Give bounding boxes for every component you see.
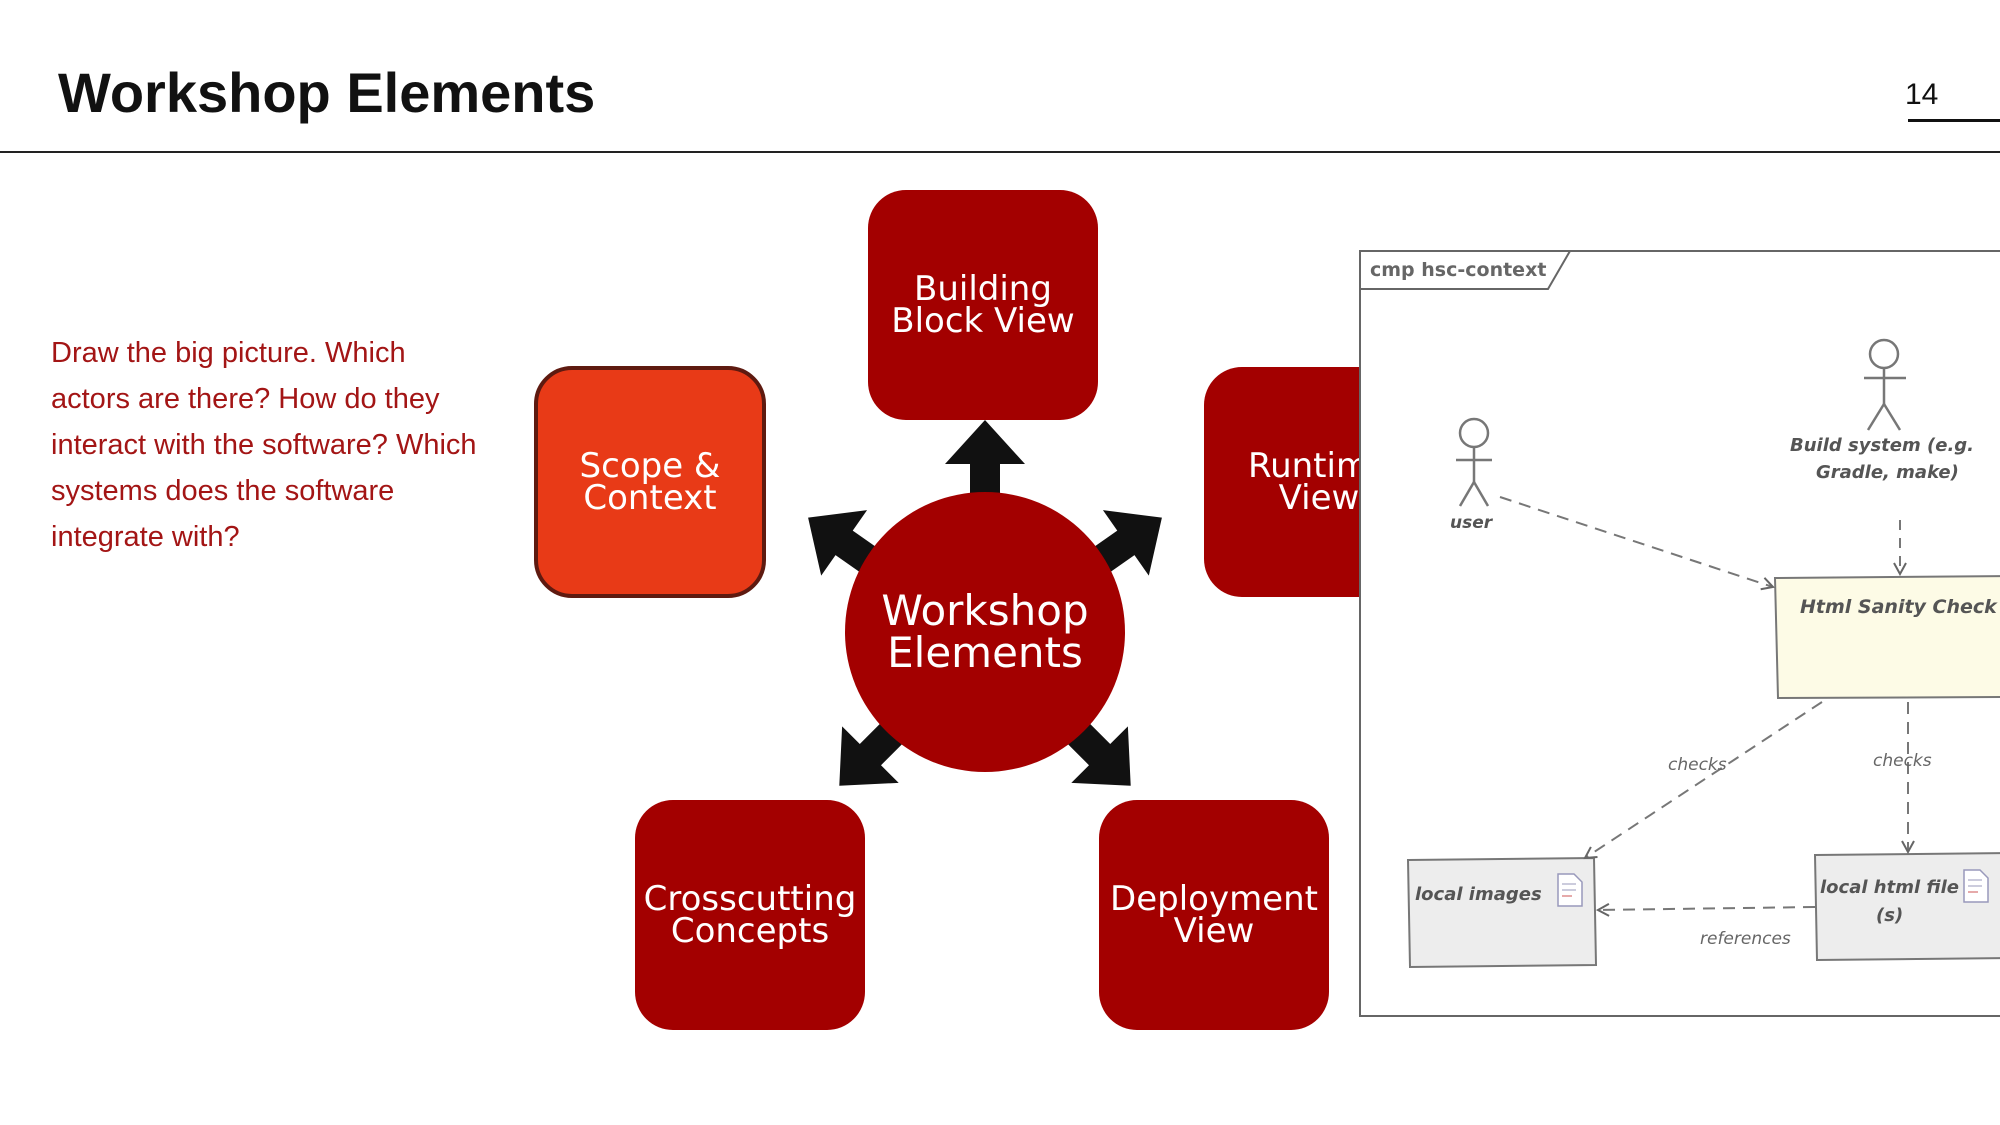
edge-user-to-component [1499, 496, 1773, 587]
artifact-html-label-2: (s) [1876, 905, 1903, 926]
edge-references-label: references [1700, 929, 1791, 949]
box-label: Crosscutting Concepts [643, 879, 857, 951]
hub-workshop-elements: Workshop Elements [845, 492, 1125, 772]
actor-build-label-2: Gradle, make) [1816, 462, 1959, 483]
document-icon [1963, 869, 1989, 903]
actor-build-label-1: Build system (e.g. [1790, 435, 1974, 456]
page-number-underline [1908, 119, 2000, 122]
box-label: Building Block View [891, 269, 1075, 341]
artifact-local-images [1406, 856, 1598, 969]
description-text: Draw the big picture. Which actors are t… [51, 337, 477, 553]
build-system-actor-icon [1864, 338, 1906, 431]
artifact-local-html-file [1813, 852, 2000, 962]
edge-checks-images [1585, 701, 1823, 858]
box-label: Deployment View [1110, 879, 1318, 951]
document-icon [1557, 873, 1583, 907]
edge-references [1598, 907, 1816, 910]
user-actor-icon [1456, 417, 1492, 507]
artifact-html-label-1: local html file [1820, 877, 1959, 898]
component-label: Html Sanity Check [1800, 596, 1998, 618]
component-html-sanity-check [1773, 575, 2000, 700]
actor-user-label: user [1450, 513, 1494, 533]
box-building-block-view[interactable]: Building Block View [868, 190, 1098, 420]
artifact-images-label: local images [1415, 884, 1542, 905]
box-crosscutting-concepts[interactable]: Crosscutting Concepts [635, 800, 865, 1030]
box-scope-context[interactable]: Scope & Context [534, 366, 766, 598]
frame-tab [1360, 250, 1571, 290]
box-label: Scope & Context [579, 446, 721, 518]
header-divider [0, 151, 2000, 153]
edge-checks-right-label: checks [1873, 751, 1932, 771]
page-number: 14 [1905, 78, 1939, 111]
frame-label: cmp hsc-context [1370, 259, 1546, 281]
box-deployment-view[interactable]: Deployment View [1099, 800, 1329, 1030]
hub-label: Workshop Elements [881, 586, 1089, 677]
edge-checks-left-label: checks [1668, 755, 1727, 775]
page-title: Workshop Elements [58, 61, 596, 124]
